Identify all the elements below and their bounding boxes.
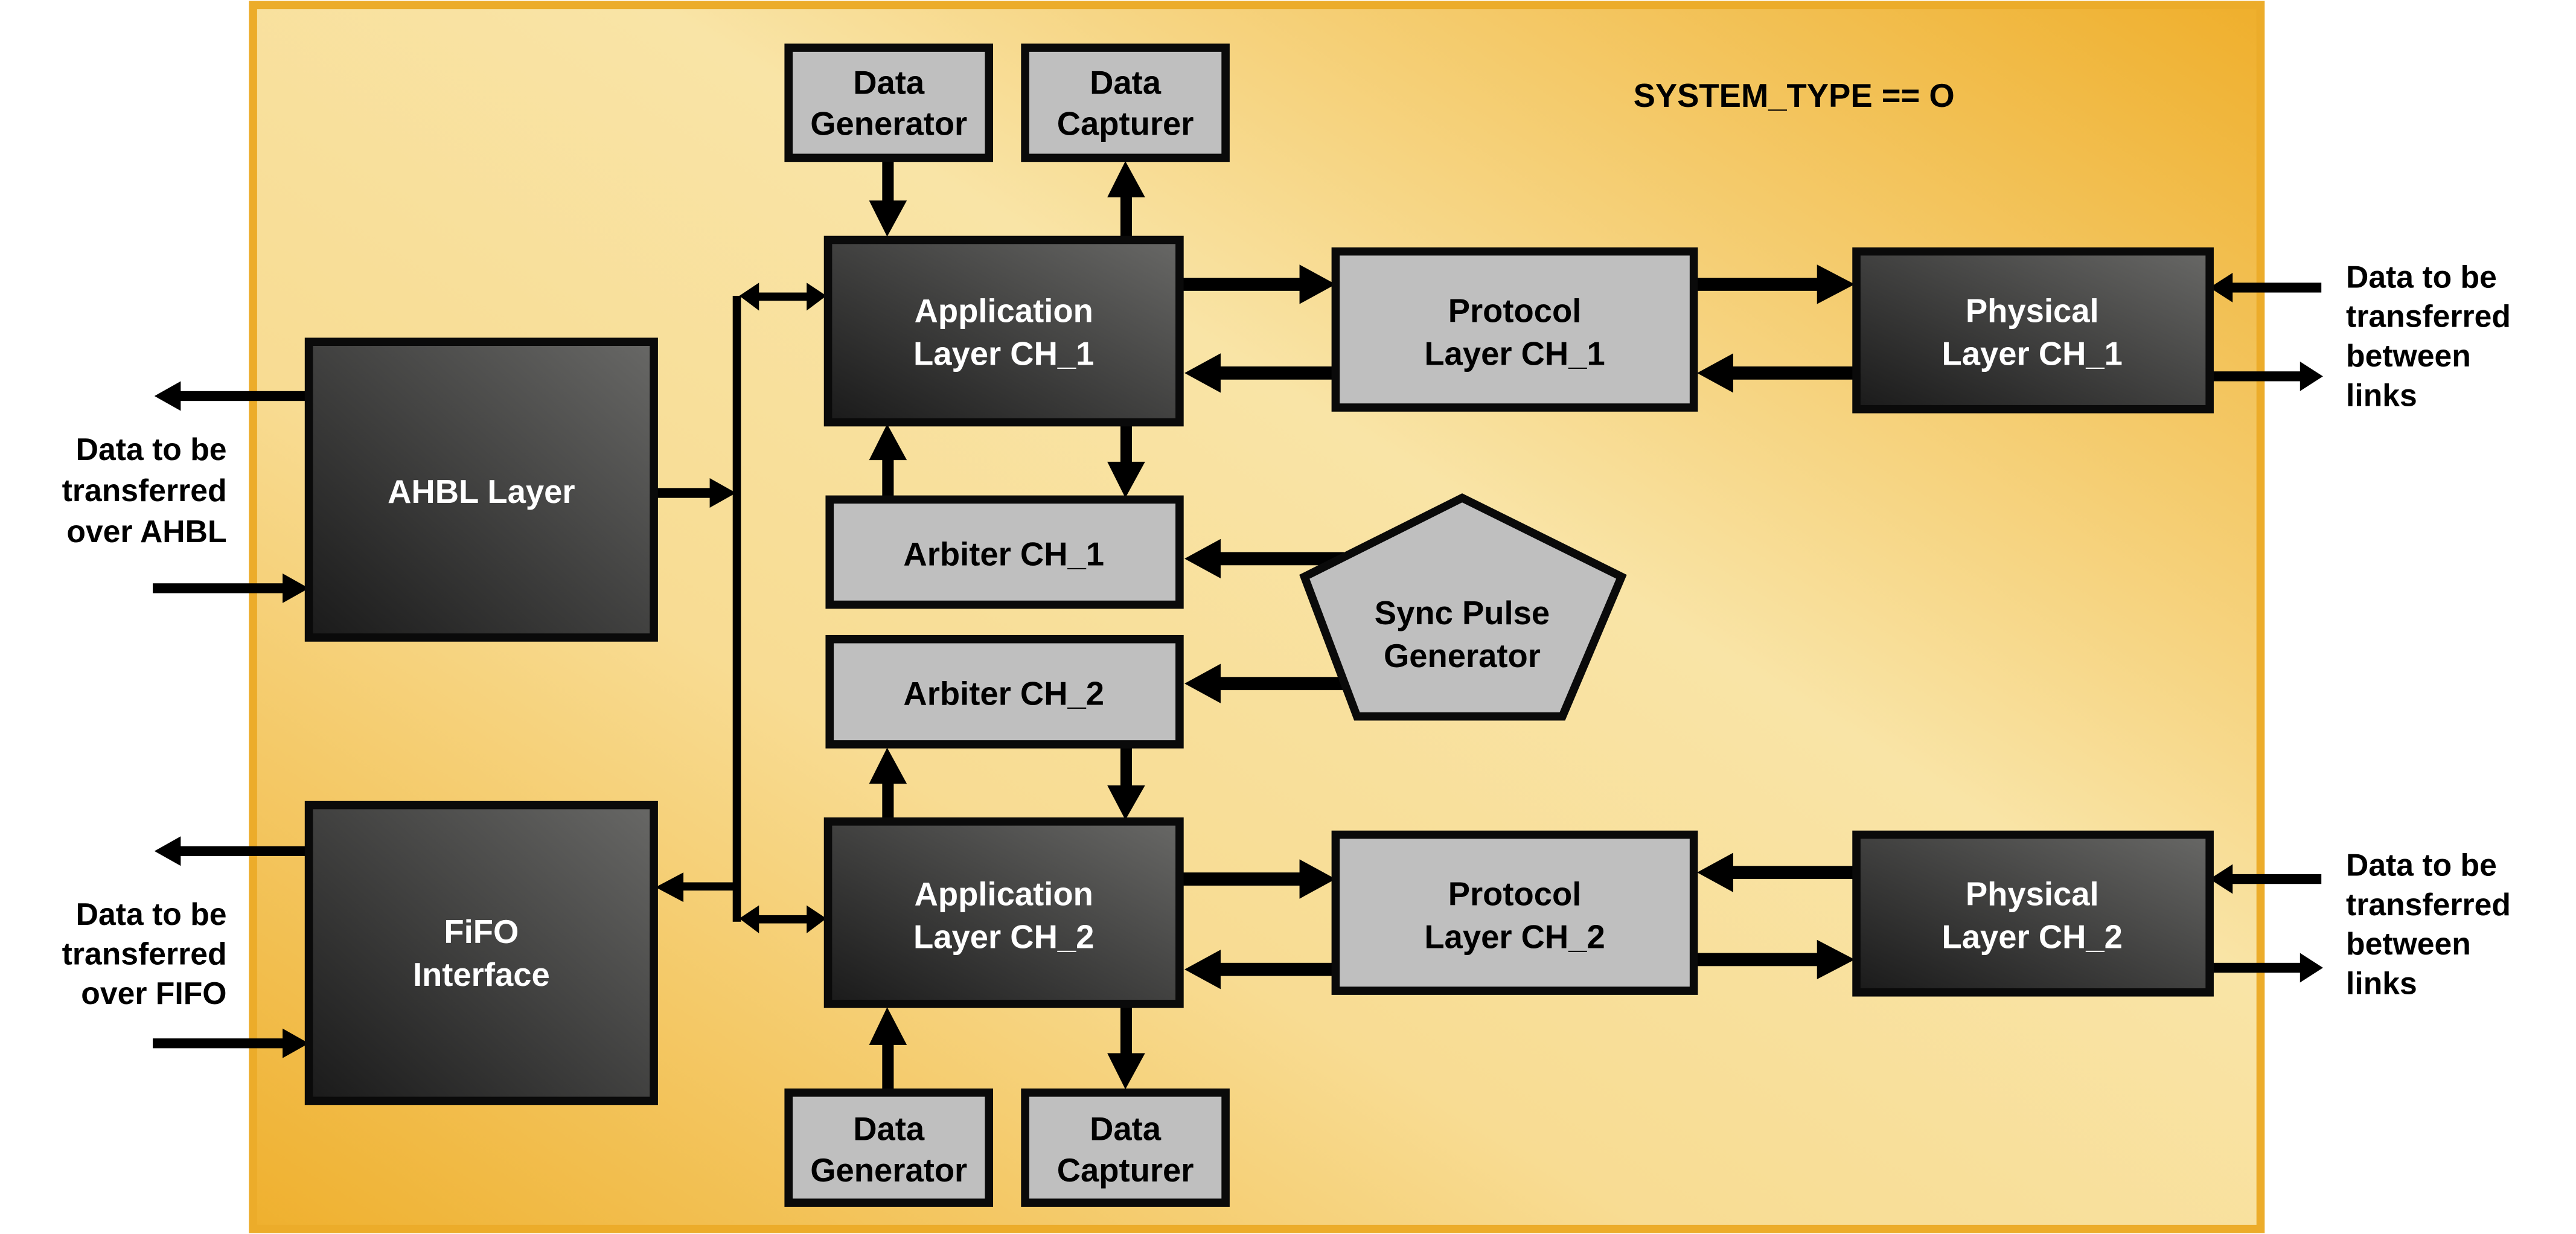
- links2-ext-line4: links: [2346, 966, 2417, 1001]
- ahbl-ext-line2: transferred: [62, 473, 227, 508]
- data-generator-bottom-label-line1: Data: [853, 1111, 925, 1148]
- fifo-ext-line2: transferred: [62, 936, 227, 971]
- arrow-links1-in: [2210, 272, 2322, 302]
- block-data-capturer-bottom[interactable]: Data Capturer: [1021, 1089, 1230, 1207]
- fifo-interface-label-line1: FiFO: [444, 913, 519, 950]
- phys-layer-ch1-label-line2: Layer CH_1: [1942, 335, 2123, 372]
- data-capturer-bottom-label-line2: Capturer: [1057, 1152, 1194, 1189]
- arrow-sync-to-arb1: [1184, 539, 1344, 579]
- block-physical-layer-ch1[interactable]: Physical Layer CH_1: [1852, 247, 2214, 414]
- proto-layer-ch1-label-line2: Layer CH_1: [1424, 335, 1605, 372]
- arrow-bus-app1: [739, 283, 826, 311]
- block-sync-pulse-generator[interactable]: Sync Pulse Generator: [1299, 493, 1627, 721]
- sync-pulse-label-line2: Generator: [1384, 638, 1541, 674]
- external-label-ahbl: Data to be transferred over AHBL: [62, 432, 227, 549]
- arrow-app1-to-arb1: [1107, 424, 1145, 498]
- phys-layer-ch2-label-line1: Physical: [1966, 876, 2099, 913]
- arrow-bus-to-fifo: [655, 872, 737, 903]
- block-data-generator-top[interactable]: Data Generator: [784, 43, 994, 162]
- app-layer-ch1-label-line1: Application: [915, 293, 1093, 330]
- links1-ext-line1: Data to be: [2346, 259, 2497, 294]
- fifo-ext-line3: over FIFO: [81, 976, 226, 1011]
- arrow-datagen-top-to-app1: [869, 158, 907, 237]
- proto-layer-ch1-label-line1: Protocol: [1448, 293, 1582, 330]
- arrow-datagen-bottom-to-app2: [869, 1007, 907, 1092]
- arrow-ahbl-to-bus: [655, 478, 737, 508]
- arrow-proto2-to-app2: [1184, 950, 1336, 989]
- fifo-ext-line1: Data to be: [76, 897, 227, 932]
- block-physical-layer-ch2[interactable]: Physical Layer CH_2: [1852, 830, 2214, 997]
- data-capturer-top-label-line2: Capturer: [1057, 105, 1194, 142]
- arrow-arb2-to-app2: [1107, 747, 1145, 820]
- data-generator-top-label-line2: Generator: [810, 105, 967, 142]
- arrow-proto1-to-phys1: [1695, 264, 1855, 304]
- links1-ext-line2: transferred: [2346, 299, 2511, 334]
- arrow-links2-in: [2210, 864, 2322, 894]
- arrow-app1-to-proto1: [1183, 264, 1336, 304]
- external-label-links-ch2: Data to be transferred between links: [2346, 848, 2511, 1001]
- links1-ext-line4: links: [2346, 377, 2417, 412]
- arrow-ahbl-out: [154, 381, 309, 411]
- links1-ext-line3: between: [2346, 338, 2471, 373]
- app-layer-ch2-label-line1: Application: [915, 876, 1093, 913]
- data-capturer-bottom-label-line1: Data: [1090, 1111, 1162, 1148]
- links2-ext-line2: transferred: [2346, 887, 2511, 922]
- arrow-app2-to-arb2: [869, 747, 907, 822]
- block-application-layer-ch2[interactable]: Application Layer CH_2: [823, 817, 1184, 1008]
- sync-pulse-label-line1: Sync Pulse: [1375, 595, 1550, 631]
- block-protocol-layer-ch1[interactable]: Protocol Layer CH_1: [1331, 247, 1698, 412]
- ahbl-ext-line3: over AHBL: [66, 514, 226, 549]
- block-arbiter-ch1[interactable]: Arbiter CH_1: [825, 495, 1184, 609]
- external-label-fifo: Data to be transferred over FIFO: [62, 897, 227, 1011]
- arrow-proto2-to-phys2: [1695, 939, 1855, 980]
- arrow-links1-out: [2213, 361, 2323, 391]
- arrow-links2-out: [2213, 953, 2323, 983]
- arrow-bus-app2: [739, 905, 826, 933]
- arbiter-ch1-label: Arbiter CH_1: [903, 535, 1104, 572]
- arbiter-ch2-label: Arbiter CH_2: [903, 676, 1104, 712]
- arrow-phys2-to-proto2: [1697, 852, 1857, 892]
- system-type-label: SYSTEM_TYPE == O: [1634, 77, 1955, 114]
- arrow-fifo-out: [154, 836, 309, 866]
- block-data-generator-bottom[interactable]: Data Generator: [784, 1089, 994, 1207]
- external-label-links-ch1: Data to be transferred between links: [2346, 259, 2511, 412]
- block-data-capturer-top[interactable]: Data Capturer: [1021, 43, 1230, 162]
- ahbl-ext-line1: Data to be: [76, 432, 227, 467]
- arrow-app2-to-proto2: [1183, 859, 1336, 899]
- arrow-proto1-to-app1: [1184, 353, 1336, 393]
- phys-layer-ch2-label-line2: Layer CH_2: [1942, 918, 2123, 955]
- arrow-app1-to-datacap-top: [1107, 161, 1145, 240]
- proto-layer-ch2-label-line1: Protocol: [1448, 876, 1582, 913]
- ahbl-layer-label: AHBL Layer: [388, 473, 575, 510]
- bus-line: [732, 295, 741, 922]
- block-arbiter-ch2[interactable]: Arbiter CH_2: [825, 635, 1184, 749]
- data-generator-top-label-line1: Data: [853, 64, 925, 101]
- block-protocol-layer-ch2[interactable]: Protocol Layer CH_2: [1331, 830, 1698, 995]
- data-capturer-top-label-line1: Data: [1090, 64, 1162, 101]
- block-ahbl-layer[interactable]: AHBL Layer: [304, 337, 658, 642]
- connectors: [153, 158, 2323, 1092]
- arrow-sync-to-arb2: [1184, 663, 1357, 703]
- arrow-app2-to-datacap-bottom: [1107, 1007, 1145, 1090]
- links2-ext-line1: Data to be: [2346, 848, 2497, 883]
- data-generator-bottom-label-line2: Generator: [810, 1152, 967, 1189]
- fifo-interface-label-line2: Interface: [413, 956, 550, 993]
- proto-layer-ch2-label-line2: Layer CH_2: [1424, 918, 1605, 955]
- phys-layer-ch1-label-line1: Physical: [1966, 293, 2099, 330]
- block-application-layer-ch1[interactable]: Application Layer CH_1: [823, 235, 1184, 427]
- app-layer-ch1-label-line2: Layer CH_1: [913, 335, 1094, 372]
- arrow-arb1-to-app1: [869, 424, 907, 500]
- block-fifo-interface[interactable]: FiFO Interface: [304, 801, 658, 1105]
- links2-ext-line3: between: [2346, 926, 2471, 961]
- app-layer-ch2-label-line2: Layer CH_2: [913, 918, 1094, 955]
- arrow-fifo-in: [153, 1028, 309, 1058]
- arrow-phys1-to-proto1: [1697, 353, 1857, 393]
- arrow-ahbl-in: [153, 573, 309, 603]
